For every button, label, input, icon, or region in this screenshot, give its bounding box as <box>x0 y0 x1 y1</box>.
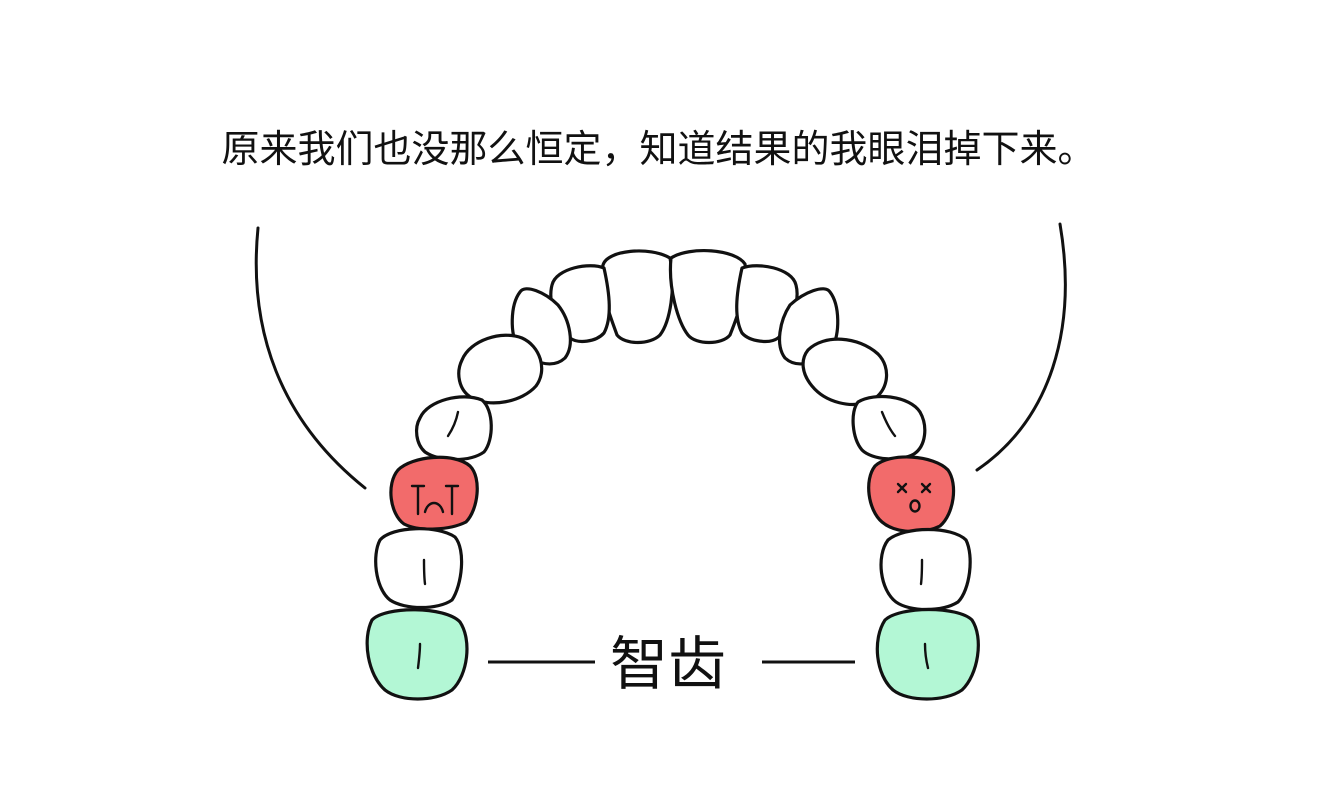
dizzy-face-icon <box>896 482 932 513</box>
crying-face-icon <box>410 484 460 516</box>
right-guide-arc <box>975 222 1067 472</box>
wisdom-tooth-label: 智齿 <box>609 630 726 698</box>
tooth-sad-right <box>867 455 956 534</box>
caption-text: 原来我们也没那么恒定，知道结果的我眼泪掉下来。 <box>221 127 1096 171</box>
wisdom-tooth-right <box>875 607 980 701</box>
tooth-groove-molar-right <box>919 558 924 586</box>
tooth-groove-molar-left <box>422 558 427 586</box>
wisdom-groove-right <box>923 642 930 670</box>
tooth-incisor-central-left <box>600 249 674 345</box>
tooth-groove-pm2-right <box>880 410 897 438</box>
tooth-incisor-central-right <box>668 249 748 345</box>
tooth-molar-right <box>879 527 972 612</box>
tooth-premolar-1-left <box>457 333 544 405</box>
wisdom-tooth-left <box>365 608 469 701</box>
tooth-sad-left <box>389 455 479 531</box>
left-guide-arc <box>254 226 367 490</box>
tooth-premolar-2-left <box>414 395 493 462</box>
tooth-molar-left <box>374 527 464 610</box>
tooth-premolar-1-right <box>801 337 889 406</box>
wisdom-groove-left <box>416 642 422 670</box>
tooth-groove-pm2-left <box>446 410 460 438</box>
